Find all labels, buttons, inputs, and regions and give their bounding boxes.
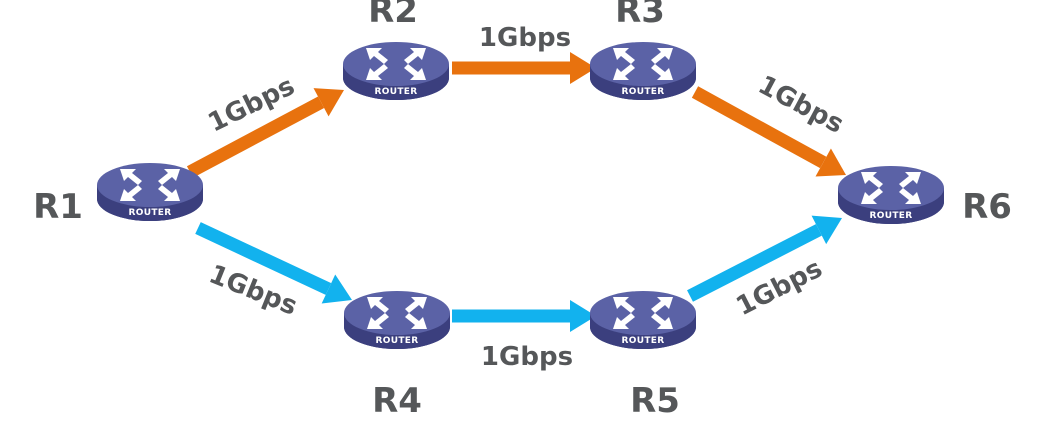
router-caption: ROUTER	[376, 336, 419, 346]
link-line	[687, 224, 822, 302]
arrowhead-icon	[321, 274, 352, 304]
links-layer	[186, 52, 846, 332]
router-node-r6[interactable]: ROUTER	[838, 166, 944, 224]
router-caption: ROUTER	[622, 336, 665, 346]
link-r2-r3	[452, 52, 596, 84]
arrowhead-icon	[815, 148, 846, 177]
node-label-r1: R1	[33, 187, 83, 227]
node-label-r3: R3	[615, 0, 665, 31]
node-label-r2: R2	[368, 0, 418, 31]
router-node-r1[interactable]: ROUTER	[97, 163, 203, 221]
router-caption: ROUTER	[870, 211, 913, 221]
node-label-r6: R6	[962, 187, 1012, 227]
link-r5-r6	[687, 215, 842, 302]
node-label-r4: R4	[372, 381, 422, 421]
arrowhead-icon	[313, 88, 344, 117]
arrowhead-icon	[811, 215, 842, 245]
router-caption: ROUTER	[622, 87, 665, 97]
link-r1-r2	[186, 88, 344, 178]
router-node-r4[interactable]: ROUTER	[344, 291, 450, 349]
nodes-layer: ROUTER ROUTER ROUTER ROUTER ROUTER ROUTER	[97, 42, 944, 349]
arrowhead-icon	[570, 300, 596, 332]
link-r1-r4	[195, 222, 352, 304]
link-r4-r5	[452, 300, 596, 332]
link-line	[195, 222, 332, 295]
link-r3-r6	[691, 86, 846, 177]
router-caption: ROUTER	[375, 87, 418, 97]
router-node-r2[interactable]: ROUTER	[343, 42, 449, 100]
link-line	[186, 96, 325, 178]
router-node-r5[interactable]: ROUTER	[590, 291, 696, 349]
router-node-r3[interactable]: ROUTER	[590, 42, 696, 100]
node-label-r5: R5	[630, 381, 680, 421]
link-label: 1Gbps	[481, 342, 573, 372]
link-line	[691, 86, 827, 169]
router-caption: ROUTER	[129, 208, 172, 218]
link-label: 1Gbps	[479, 23, 571, 53]
arrowhead-icon	[570, 52, 596, 84]
